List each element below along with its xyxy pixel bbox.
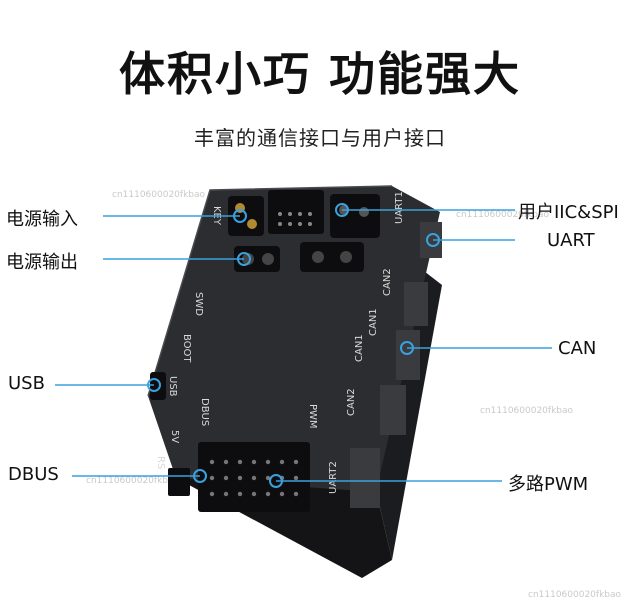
can2-lower-port <box>380 385 406 435</box>
silk-swd: SWD <box>193 292 204 316</box>
rs-connector <box>168 468 190 496</box>
watermark: cn1110600020fkbao <box>480 406 574 416</box>
callout-user-iic-spi: 用户IIC&SPI <box>518 202 619 223</box>
watermark: cn1110600020fkbao <box>528 590 622 600</box>
mid-connector <box>300 242 364 272</box>
board-side-right <box>376 268 442 560</box>
silk-can1-a: CAN1 <box>368 308 379 336</box>
watermark: cn1110600020fkbao <box>112 190 206 200</box>
silk-uart2: UART2 <box>328 461 339 494</box>
silk-uart1: UART1 <box>394 191 405 224</box>
callout-multi-pwm: 多路PWM <box>508 474 589 495</box>
silk-can2-bottom: CAN2 <box>346 388 357 416</box>
silk-dbus: DBUS <box>199 398 210 426</box>
iic-spi-connector <box>330 194 380 238</box>
callout-uart: UART <box>547 230 595 251</box>
can1-port <box>396 330 420 380</box>
silk-usb: USB <box>167 376 178 397</box>
silk-boot: BOOT <box>181 334 192 363</box>
callout-usb: USB <box>8 373 45 394</box>
silk-can2-top: CAN2 <box>382 268 393 296</box>
watermark: cn1110600020fkbao <box>456 210 550 220</box>
callout-power-input: 电源输入 <box>6 209 78 230</box>
callout-dbus: DBUS <box>8 464 59 485</box>
silk-rs: RS <box>155 456 166 469</box>
uart1-port <box>420 222 442 258</box>
silk-pwm: PWM <box>307 404 318 429</box>
callout-power-output: 电源输出 <box>6 252 78 273</box>
header-top-connector <box>268 190 324 234</box>
can2-port <box>404 282 428 326</box>
board-top <box>148 186 440 492</box>
watermark: cn1110600020fkbao <box>86 476 180 486</box>
silk-can1-b: CAN1 <box>354 334 365 362</box>
uart2-port <box>350 448 380 508</box>
callout-can: CAN <box>558 338 597 359</box>
page-title: 体积小巧 功能强大 <box>118 47 521 101</box>
usb-port <box>150 372 166 400</box>
silk-5v: 5V <box>169 430 180 443</box>
page-subtitle: 丰富的通信接口与用户接口 <box>194 126 446 150</box>
